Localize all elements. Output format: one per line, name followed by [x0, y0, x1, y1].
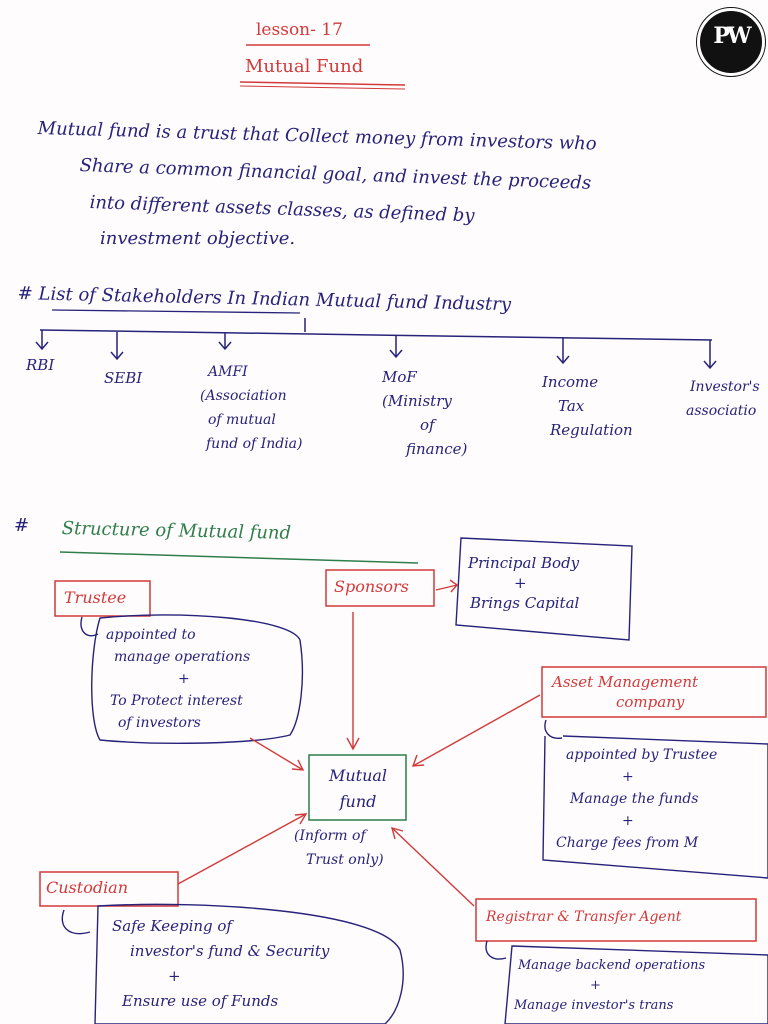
registrar-description: Manage backend operations + Manage inves…	[514, 958, 706, 1013]
stakeholder-rbi: RBI	[26, 356, 55, 374]
mutual-fund-center: Mutual fund	[328, 766, 388, 811]
stakeholder-sebi: SEBI	[104, 369, 143, 387]
amc-label: Asset Management company	[552, 673, 699, 711]
custodian-label: Custodian	[46, 878, 129, 897]
trustee-label: Trustee	[64, 588, 127, 607]
structure-heading-hash: #	[14, 515, 30, 536]
custodian-description: Safe Keeping of investor's fund & Securi…	[112, 917, 330, 1010]
stakeholder-income-tax: Income Tax Regulation	[542, 373, 633, 439]
stakeholder-amfi: AMFI (Association of mutual fund of Indi…	[200, 364, 303, 452]
amc-description: appointed by Trustee + Manage the funds …	[556, 747, 718, 851]
page-title: Mutual Fund	[245, 56, 364, 77]
lesson-number: lesson- 17	[256, 20, 343, 40]
sponsors-label: Sponsors	[334, 577, 409, 596]
stakeholder-investors-association: Investor's associatio	[686, 379, 760, 419]
definition-line-4: investment objective.	[100, 228, 296, 249]
mutual-fund-note: (Inform of Trust only)	[294, 828, 384, 868]
registrar-label: Registrar & Transfer Agent	[486, 909, 682, 925]
sponsors-description: Principal Body + Brings Capital	[468, 554, 580, 612]
stakeholder-mof: MoF (Ministry of finance)	[382, 368, 468, 458]
pw-logo: PW	[697, 8, 765, 76]
trustee-description: appointed to manage operations + To Prot…	[106, 627, 251, 731]
